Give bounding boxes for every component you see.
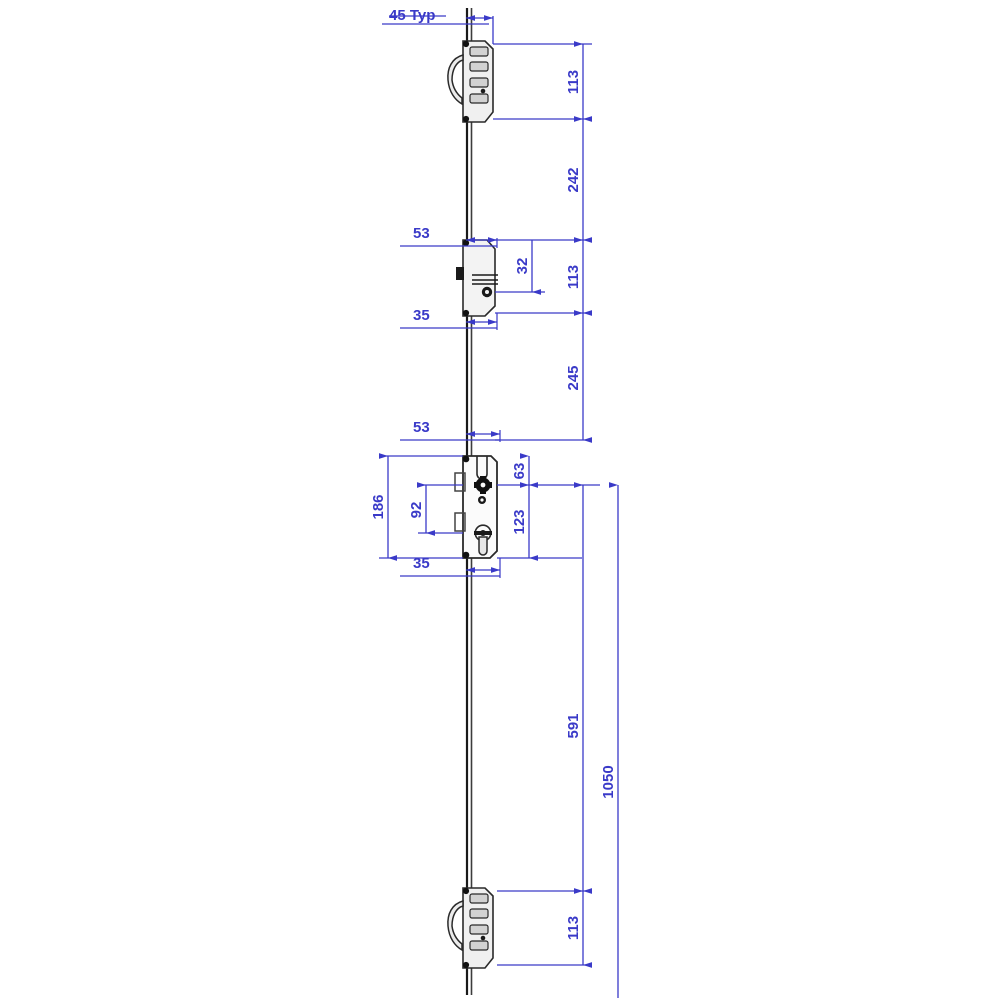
dim-main-35-label: 35 bbox=[413, 555, 430, 572]
main-lock-case bbox=[454, 455, 498, 559]
dim-1050-label: 1050 bbox=[600, 765, 617, 798]
dim-mid-113-label: 113 bbox=[565, 265, 582, 289]
dim-mid-to-main-gap: 245 bbox=[495, 310, 592, 443]
dim-top-keeper-height: 113 bbox=[493, 41, 592, 122]
dim-mid-inner-32: 32 bbox=[495, 240, 545, 295]
dim-186-label: 186 bbox=[370, 494, 387, 519]
dim-top-to-mid-gap: 242 bbox=[565, 116, 592, 243]
dim-main-backset-53: 53 bbox=[400, 419, 501, 442]
dim-bottom-113-label: 113 bbox=[565, 916, 582, 940]
dim-bottom-keeper-113: 113 bbox=[497, 888, 592, 968]
euro-cylinder-keyhole bbox=[474, 524, 492, 556]
dim-123-label: 123 bbox=[511, 509, 528, 534]
dim-mid-lock-height: 113 bbox=[495, 237, 592, 316]
bottom-hook-keeper bbox=[447, 887, 494, 969]
dim-32-label: 32 bbox=[514, 258, 531, 275]
dim-242-label: 242 bbox=[565, 167, 582, 192]
note-45-typ-label: 45 Typ bbox=[389, 7, 435, 24]
dim-main-backset-35: 35 bbox=[400, 555, 501, 578]
dim-main-53-label: 53 bbox=[413, 419, 430, 436]
dim-92-label: 92 bbox=[408, 502, 425, 519]
dim-591-label: 591 bbox=[565, 713, 582, 738]
dim-main-top-to-spindle-63: 63 bbox=[497, 453, 600, 488]
dim-245-label: 245 bbox=[565, 365, 582, 390]
dim-main-inner-92: 92 bbox=[408, 482, 463, 536]
dim-mid-53-label: 53 bbox=[413, 225, 430, 242]
dim-overall-1050: 1050 bbox=[600, 482, 619, 998]
dim-mid-35-label: 35 bbox=[413, 307, 430, 324]
dim-mid-backset-53: 53 bbox=[400, 225, 498, 248]
dim-63-label: 63 bbox=[511, 463, 528, 480]
dim-main-body-186: 186 bbox=[370, 453, 463, 561]
dim-spindle-to-bottom-591: 591 bbox=[497, 482, 592, 894]
dim-top-keeper-height-label: 113 bbox=[565, 70, 582, 94]
mid-roller-lock bbox=[456, 239, 498, 317]
dim-mid-backset-35: 35 bbox=[400, 307, 498, 330]
note-45-typ: 45 Typ bbox=[382, 7, 494, 44]
spindle-hub bbox=[474, 476, 492, 494]
top-hook-keeper bbox=[447, 40, 494, 123]
dim-main-spindle-to-base-123: 123 bbox=[497, 482, 582, 561]
